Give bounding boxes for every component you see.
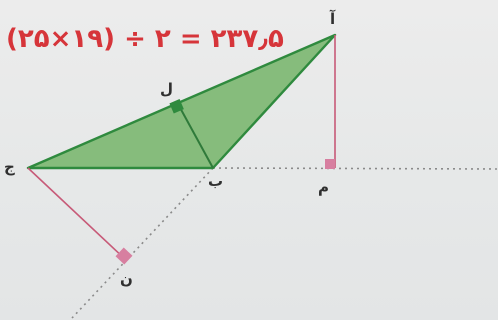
- height-segment-jn: [27, 167, 127, 261]
- label-l: ل: [160, 80, 173, 98]
- label-n: ن: [120, 270, 133, 288]
- dotted-baseline-extension: [212, 167, 498, 170]
- right-angle-marker-l: [169, 99, 184, 114]
- label-a: آ: [329, 10, 336, 28]
- label-j: ج: [4, 158, 15, 176]
- triangle-abj: [26, 33, 337, 170]
- right-angle-marker-m: [325, 159, 335, 169]
- area-equation: (۲۵×۱۹) ÷ ۲ = ۲۳۷٫۵: [6, 24, 284, 54]
- label-m: م: [318, 178, 329, 196]
- height-segment-bl: [177, 103, 214, 169]
- label-b: ب: [208, 172, 223, 190]
- right-angle-marker-n: [115, 247, 133, 265]
- dotted-side-extension: [71, 167, 214, 319]
